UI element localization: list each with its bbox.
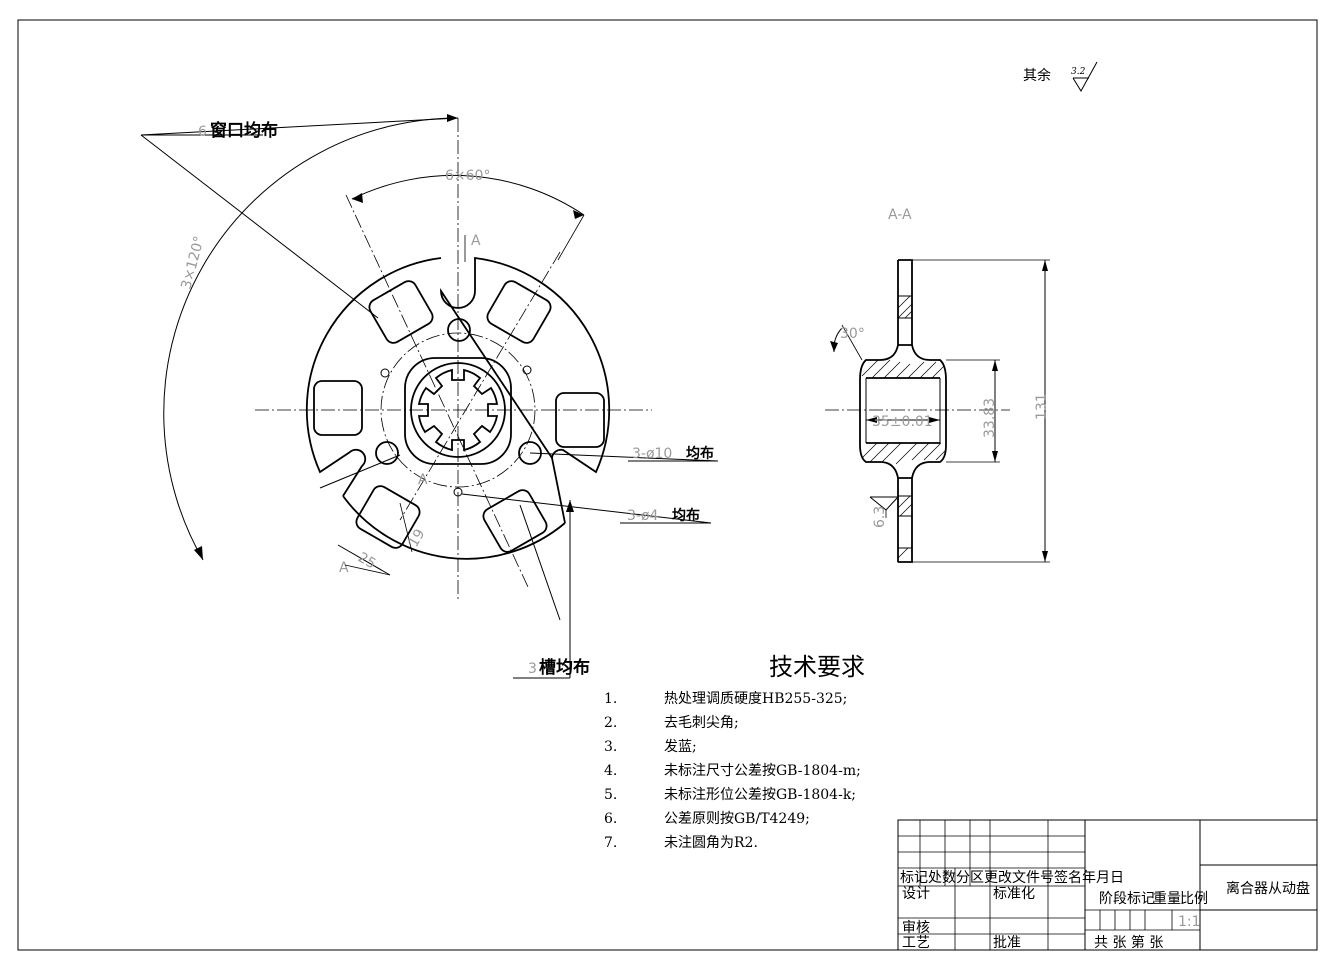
hub-boss [404, 357, 512, 465]
svg-text:7.: 7. [604, 835, 617, 851]
svg-text:2.: 2. [604, 715, 617, 731]
svg-text:A: A [418, 472, 428, 488]
svg-text:35±0.01: 35±0.01 [872, 414, 933, 430]
svg-text:其余: 其余 [1023, 67, 1051, 84]
spline-profile [417, 368, 499, 452]
svg-text:3.2: 3.2 [1071, 67, 1086, 77]
svg-text:未标注尺寸公差按GB-1804-m;: 未标注尺寸公差按GB-1804-m; [664, 763, 861, 779]
holes-4 [380, 365, 532, 497]
svg-text:131: 131 [1034, 393, 1050, 420]
svg-text:19: 19 [406, 527, 429, 550]
svg-text:3-ø4: 3-ø4 [627, 508, 659, 524]
svg-text:A: A [471, 233, 481, 249]
svg-text:5.: 5. [604, 787, 617, 803]
svg-text:槽均布: 槽均布 [539, 657, 590, 678]
svg-text:33.83: 33.83 [982, 398, 998, 438]
svg-text:A: A [339, 560, 349, 576]
hub-bore [410, 362, 506, 458]
svg-text:6.: 6. [604, 811, 617, 827]
svg-text:3.: 3. [604, 739, 617, 755]
svg-text:热处理调质硬度HB255-325;: 热处理调质硬度HB255-325; [664, 691, 847, 707]
svg-text:6.3: 6.3 [872, 506, 888, 528]
svg-text:未标注形位公差按GB-1804-k;: 未标注形位公差按GB-1804-k; [664, 787, 856, 803]
bolt-circle [380, 332, 536, 488]
svg-text:批准: 批准 [993, 935, 1021, 951]
svg-text:1:1: 1:1 [1178, 914, 1201, 930]
svg-text:均布: 均布 [686, 445, 714, 462]
svg-text:3×120°: 3×120° [178, 234, 208, 291]
svg-text:25: 25 [355, 550, 378, 573]
svg-text:共 张 第 张: 共 张 第 张 [1094, 934, 1163, 951]
svg-text:3-ø10: 3-ø10 [632, 446, 672, 462]
svg-text:标记处数分区更改文件号签名年月日: 标记处数分区更改文件号签名年月日 [900, 869, 1124, 886]
svg-text:6×60°: 6×60° [445, 168, 490, 184]
svg-text:发蓝;: 发蓝; [664, 739, 697, 755]
sheet-border [17, 19, 1318, 951]
svg-text:6: 6 [198, 124, 207, 140]
tech-items: 1. 热处理调质硬度HB255-325; 2. 去毛刺尖角; 3. 发蓝; 4.… [604, 691, 861, 851]
svg-text:离合器从动盘: 离合器从动盘 [1226, 880, 1310, 897]
svg-text:比例: 比例 [1180, 891, 1208, 907]
svg-text:3: 3 [528, 661, 537, 677]
svg-text:审核: 审核 [902, 920, 930, 936]
svg-text:工艺: 工艺 [902, 935, 930, 951]
tech-requirements: 技术要求 1. 热处理调质硬度HB255-325; 2. 去毛刺尖角; 3. 发… [604, 653, 865, 851]
tech-title: 技术要求 [769, 653, 865, 681]
svg-text:阶段标记: 阶段标记 [1099, 891, 1155, 907]
svg-text:去毛刺尖角;: 去毛刺尖角; [664, 715, 739, 731]
front-view: 6×60° 3×120° 6 窗口均布 A A A 3-ø10 均布 3-ø4 … [140, 114, 719, 679]
section-view: A-A [825, 207, 1050, 563]
svg-text:公差原则按GB/T4249;: 公差原则按GB/T4249; [664, 811, 810, 827]
svg-text:窗口均布: 窗口均布 [210, 120, 278, 141]
svg-text:30°: 30° [840, 326, 865, 342]
svg-text:标准化: 标准化 [993, 886, 1035, 902]
surface-roughness-note: 其余 3.2 [1023, 61, 1098, 92]
svg-text:重量: 重量 [1153, 891, 1181, 907]
disc-outline [305, 256, 611, 497]
svg-text:4.: 4. [604, 763, 617, 779]
svg-text:均布: 均布 [672, 507, 700, 524]
svg-text:未注圆角为R2.: 未注圆角为R2. [664, 835, 758, 851]
svg-text:1.: 1. [604, 691, 617, 707]
title-block: 标记处数分区更改文件号签名年月日 设计 标准化 审核 工艺 批准 阶段标记 重量… [897, 819, 1318, 951]
svg-text:A-A: A-A [888, 207, 912, 223]
svg-text:设计: 设计 [902, 886, 930, 902]
window-slots [313, 280, 605, 553]
